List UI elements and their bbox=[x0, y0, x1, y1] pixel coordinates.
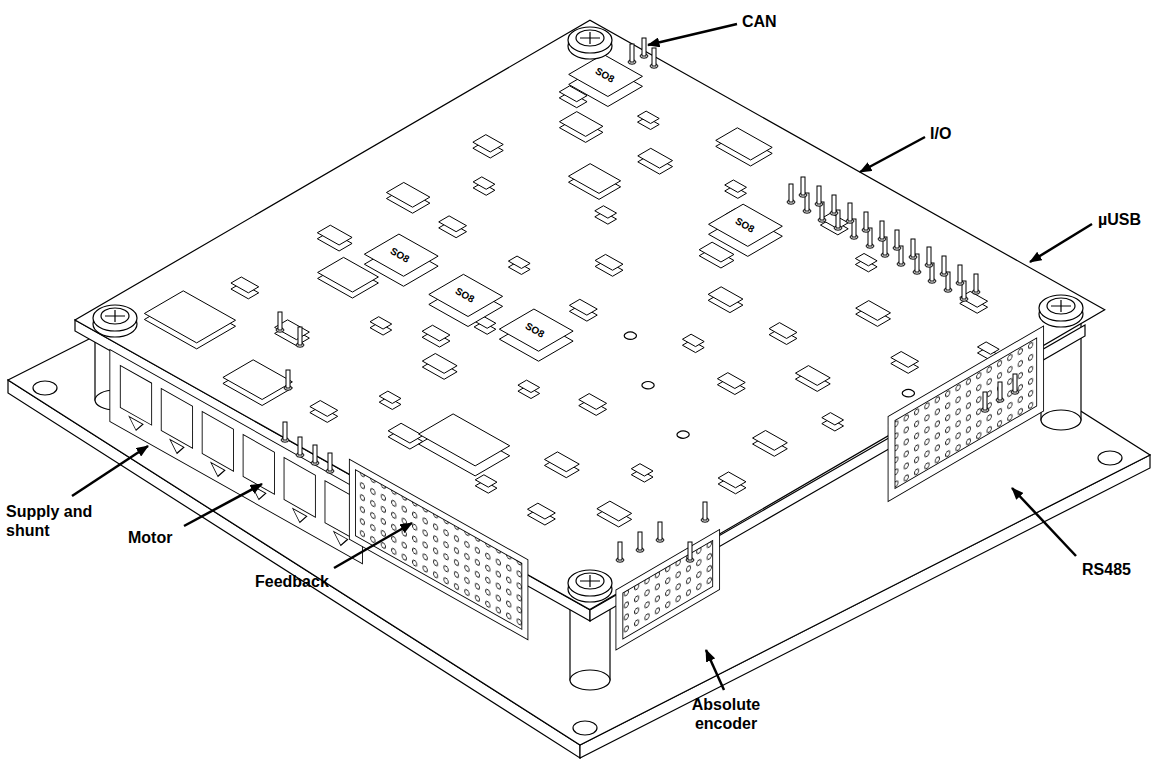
callout-label: RS485 bbox=[1082, 560, 1131, 579]
callout-label: Absolute encoder bbox=[680, 695, 772, 733]
pcb bbox=[75, 20, 1105, 621]
callout-label: CAN bbox=[742, 12, 777, 31]
front-connectors bbox=[110, 325, 528, 657]
leader-arrow bbox=[72, 24, 1092, 690]
callout-label: Supply and shunt bbox=[6, 502, 106, 540]
pin-header bbox=[276, 38, 1019, 562]
callout-label: µUSB bbox=[1098, 210, 1141, 229]
right-connectors bbox=[616, 326, 1044, 660]
screw-head bbox=[93, 27, 1083, 602]
callout-label: Feedback bbox=[255, 572, 329, 591]
callout-label: Motor bbox=[128, 528, 172, 547]
callout-label: I/O bbox=[930, 124, 951, 143]
